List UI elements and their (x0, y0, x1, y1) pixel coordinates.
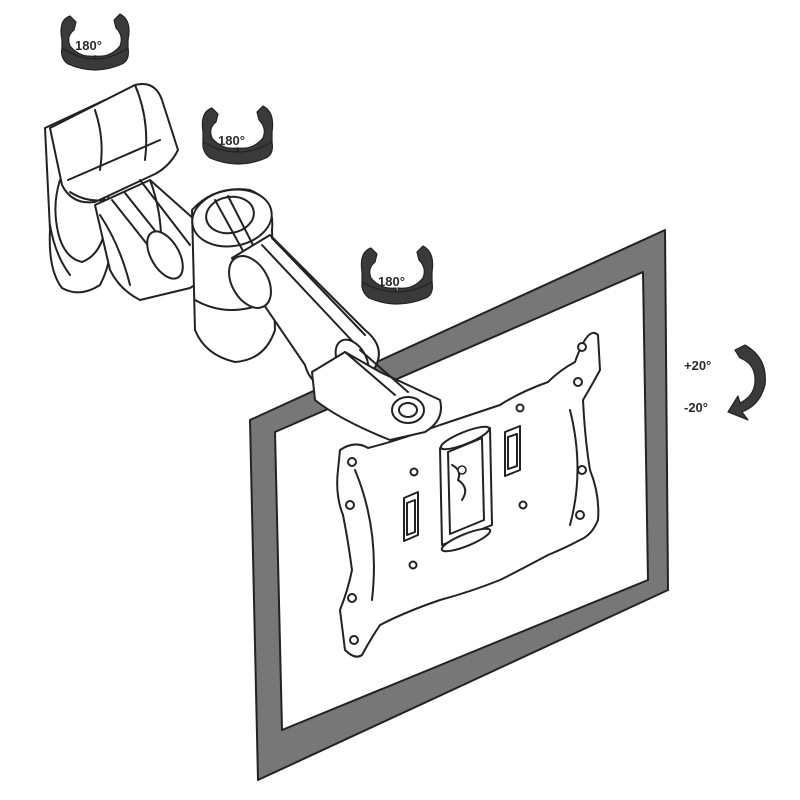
vesa-hole (575, 510, 585, 520)
vesa-mounting-plate (336, 331, 601, 658)
vesa-holes (345, 342, 587, 645)
vesa-hole (573, 377, 583, 387)
vesa-slot (406, 499, 416, 536)
vesa-hole (347, 457, 357, 467)
rotation-label-middle: 180° (218, 133, 245, 148)
vesa-hole (409, 467, 419, 477)
vesa-hole (347, 593, 357, 603)
vesa-hole (515, 403, 525, 413)
vesa-hole (408, 560, 418, 570)
rotation-indicator-wall: 180° (60, 13, 130, 71)
vesa-hole (349, 635, 359, 645)
head-joint (311, 349, 442, 441)
rotation-indicator-head: 180° (360, 245, 434, 305)
vesa-hole (518, 500, 528, 510)
vesa-plate-inner-curve (354, 469, 375, 601)
rotation-label-head: 180° (378, 274, 405, 289)
vesa-hole (577, 465, 587, 475)
vesa-slot (507, 433, 518, 470)
tilt-bracket (439, 425, 493, 553)
tilt-indicator: +20° -20° (684, 344, 766, 421)
vesa-slots (403, 425, 521, 542)
rotation-label-wall: 180° (75, 38, 102, 53)
wall-hinge (49, 83, 179, 204)
rotation-indicator-middle: 180° (201, 105, 274, 165)
tilt-arrow-icon (727, 344, 766, 421)
tilt-label-up: +20° (684, 358, 711, 373)
arm-segment-1 (94, 179, 211, 301)
vesa-hole (345, 500, 355, 510)
tilt-label-down: -20° (684, 400, 708, 415)
vesa-hole (577, 342, 587, 352)
